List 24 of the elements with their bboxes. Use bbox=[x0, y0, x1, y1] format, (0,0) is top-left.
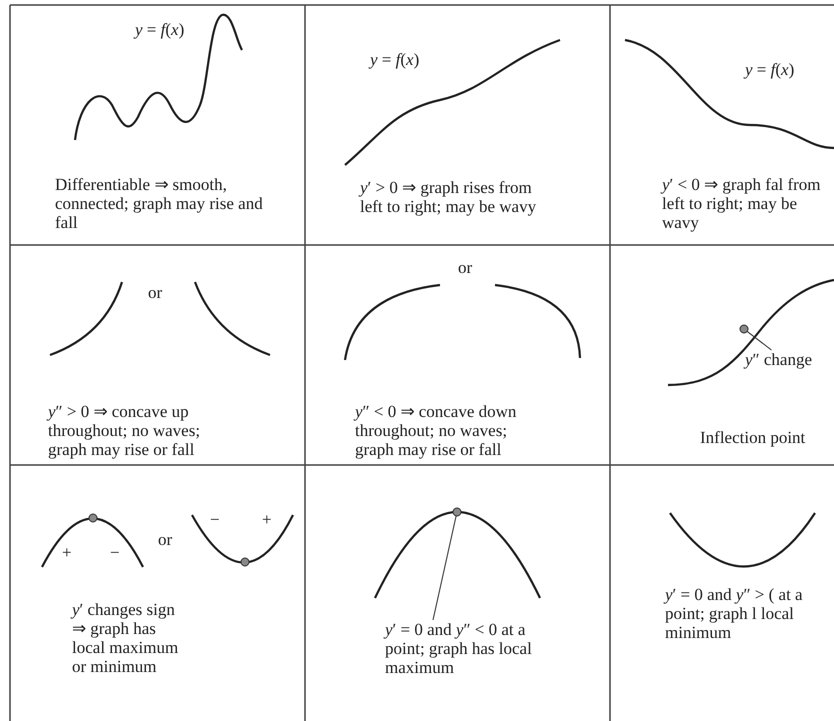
description-text: Differentiable ⇒ smooth, connected; graph may rise and fall bbox=[55, 175, 264, 232]
description-text: y′ changes sign ⇒ graph has local maximum or minimum bbox=[72, 600, 180, 676]
callout-label: y″ change bbox=[745, 350, 833, 369]
function-label: y = f(x) bbox=[370, 50, 420, 69]
sign-label: − bbox=[110, 543, 121, 562]
or-label: or bbox=[458, 258, 474, 277]
description-text: y′ = 0 and y″ > ( at a point; graph l local minimum bbox=[665, 585, 804, 642]
caption-text: Inflection point bbox=[700, 428, 806, 447]
leader-line bbox=[746, 330, 772, 350]
description-text: y′ < 0 ⇒ graph fal from left to right; may be wavy bbox=[662, 175, 822, 232]
or-label: or bbox=[158, 530, 174, 549]
description-text: y″ < 0 ⇒ concave down throughout; no waves; graph may rise or fall bbox=[355, 402, 518, 459]
description-text: y′ = 0 and y″ < 0 at a point; graph has local maximum bbox=[385, 620, 545, 677]
description-text: y″ > 0 ⇒ concave up throughout; no waves; graph may rise or fall bbox=[48, 402, 202, 459]
point-dot bbox=[740, 324, 748, 334]
sign-label: − bbox=[210, 510, 221, 529]
function-label: y = f(x) bbox=[745, 60, 796, 79]
sign-label: + bbox=[262, 510, 273, 529]
sign-label: + bbox=[62, 543, 73, 562]
or-label: or bbox=[148, 283, 164, 302]
description-text: y′ > 0 ⇒ graph rises from left to right; may be wavy bbox=[360, 178, 538, 216]
point-dot bbox=[452, 508, 462, 516]
function-label: y = f(x) bbox=[135, 20, 186, 39]
leader-line bbox=[432, 515, 457, 620]
